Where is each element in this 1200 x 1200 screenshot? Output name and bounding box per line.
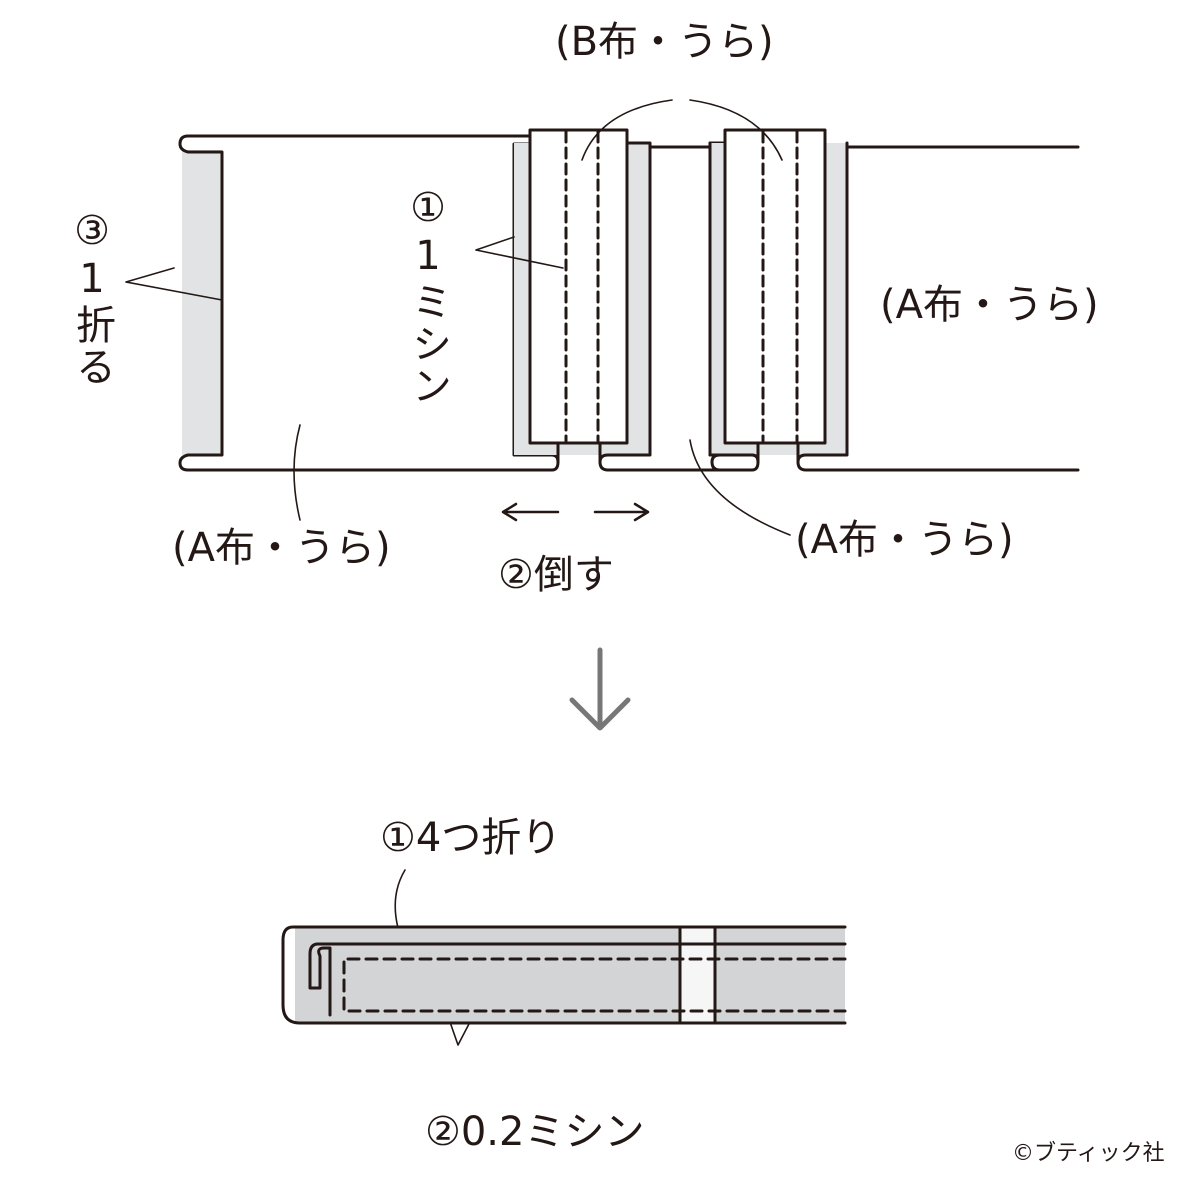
label-fold-down: ②倒す xyxy=(498,552,614,598)
left-fold-edge xyxy=(178,134,560,472)
label-stitch-1: ①1ミシン xyxy=(405,185,451,407)
label-b-fabric-back: (B布・うら) xyxy=(555,19,774,65)
label-a-fabric-back-middle: (A布・うら) xyxy=(795,517,1014,563)
label-a-fabric-back-right: (A布・うら) xyxy=(880,282,1099,328)
label-a-fabric-back-left: (A布・うら) xyxy=(172,525,391,571)
down-arrow-icon xyxy=(569,647,631,731)
label-fold-1: ③1折る xyxy=(69,208,115,388)
b-fabric-strip-2 xyxy=(708,128,1080,472)
label-fold-four: ①4つ折り xyxy=(380,815,562,861)
copyright-text: ©ブティック社 xyxy=(1012,1141,1165,1166)
direction-arrows xyxy=(501,502,650,522)
b-fabric-strip-1 xyxy=(514,128,727,472)
label-stitch-02: ②0.2ミシン xyxy=(425,1109,645,1155)
leader-lines xyxy=(125,99,791,1046)
folded-piece xyxy=(281,925,847,1025)
